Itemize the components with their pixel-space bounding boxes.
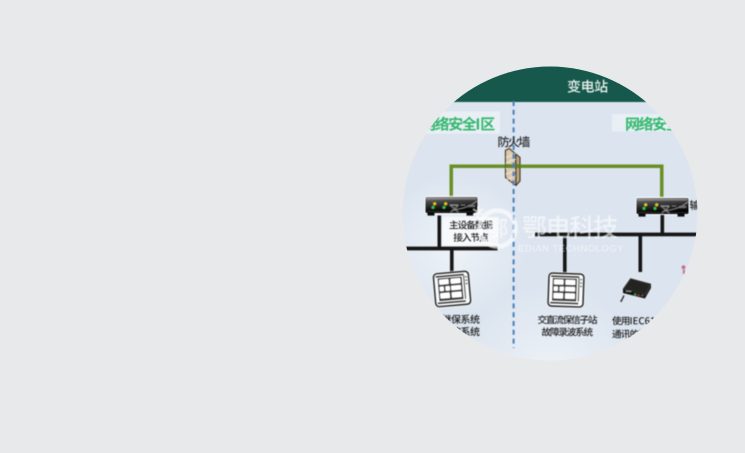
svg-text:EDIAN TECHNOLOGY: EDIAN TECHNOLOGY bbox=[518, 244, 624, 255]
